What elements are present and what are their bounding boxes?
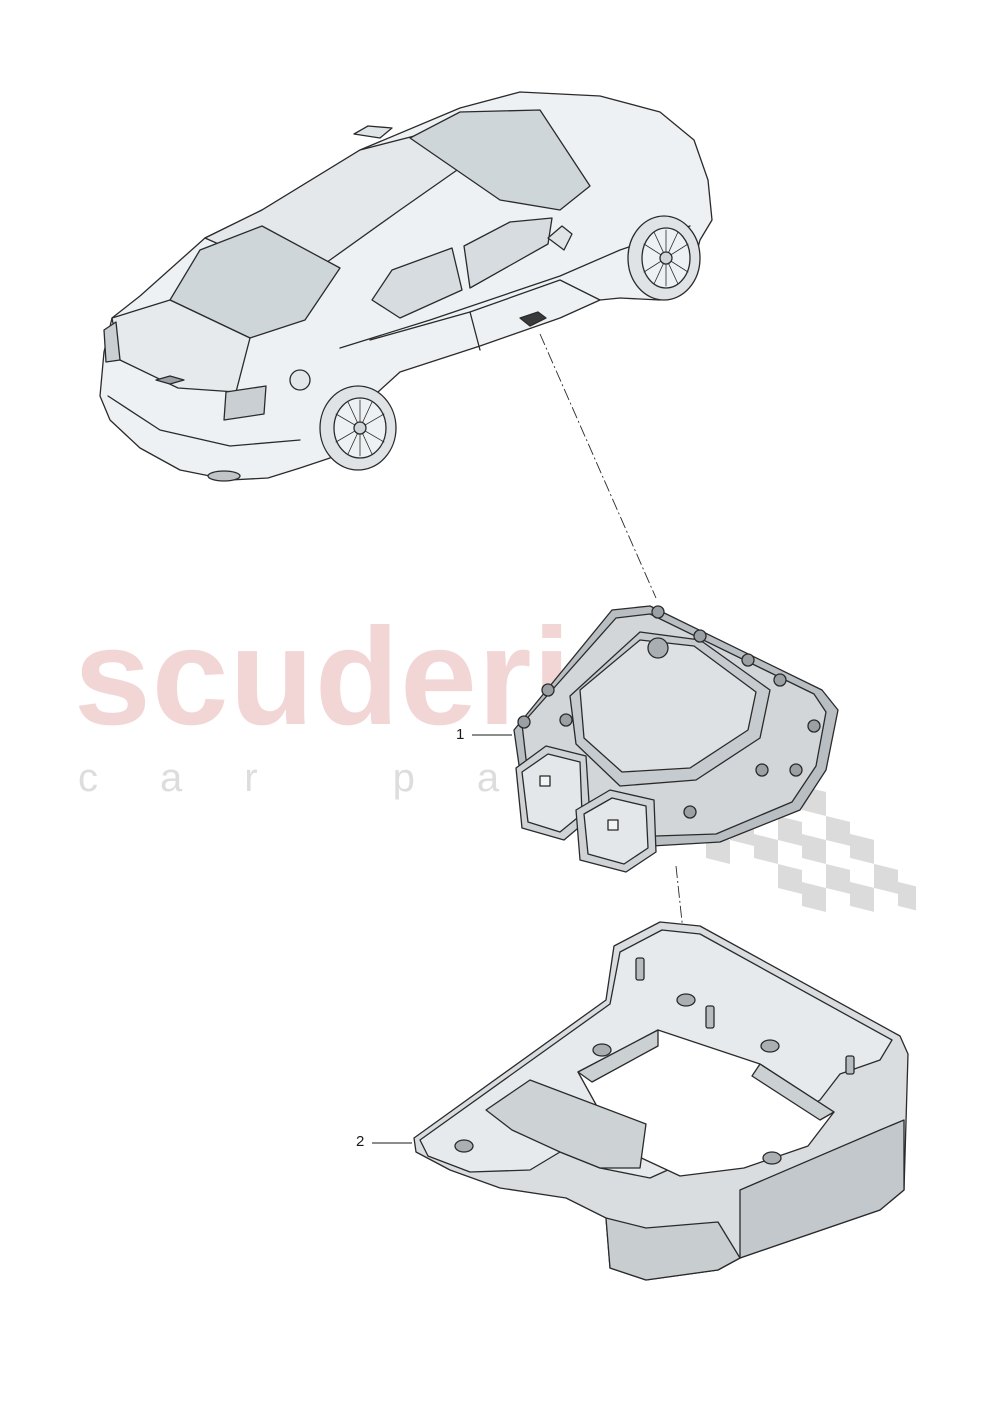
bracket-inner-wall-right [751, 1063, 835, 1121]
vehicle-illustration [99, 91, 713, 482]
taillight-left [103, 321, 121, 363]
vent-hole [647, 637, 669, 659]
rear-wheel [319, 385, 397, 471]
rear-emblem [155, 375, 185, 385]
fuel-cap [289, 369, 311, 391]
bracket-clips [635, 957, 855, 1075]
side-mirror [547, 225, 573, 251]
bracket-inner-wall [577, 1029, 659, 1083]
front-windscreen [409, 109, 591, 211]
exhaust-left [207, 470, 241, 482]
mounting-bolts [517, 605, 821, 819]
rear-bumper [107, 395, 301, 447]
roof-antenna [353, 125, 393, 139]
callout-leaders [372, 734, 512, 1144]
side-window-front [463, 217, 553, 289]
front-wheel [627, 215, 701, 301]
bracket-front-face [605, 1217, 741, 1281]
callout-1-label: 1 [456, 726, 465, 743]
part-1-control-unit [513, 605, 839, 873]
bracket-screw-holes [454, 993, 782, 1165]
taillight-right [223, 385, 267, 421]
mounting-location-marker [519, 311, 547, 327]
part-2-bracket [413, 921, 909, 1281]
connector-a [515, 745, 591, 841]
connector-b [575, 789, 657, 873]
bracket-front-ledge [485, 1079, 647, 1169]
side-window-rear [371, 247, 463, 319]
door-line-front [469, 279, 601, 313]
callout-2-label: 2 [356, 1133, 365, 1150]
